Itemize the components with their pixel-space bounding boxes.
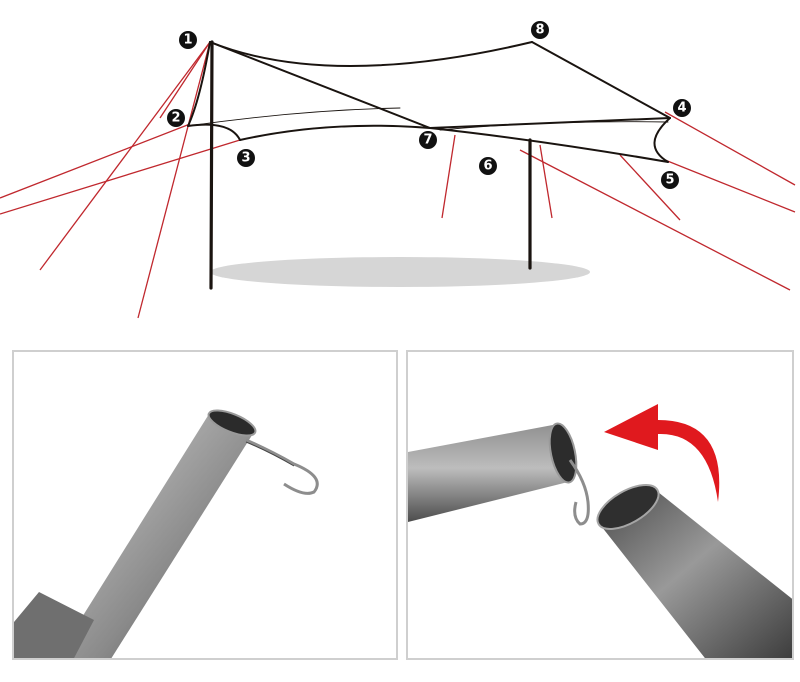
pole-end-illustration <box>14 409 319 658</box>
svg-text:6: 6 <box>483 159 492 174</box>
tube-opening <box>207 409 257 437</box>
guy-line <box>0 139 241 215</box>
guy-line <box>619 154 681 221</box>
back-edge <box>209 41 533 67</box>
guy-line <box>664 159 796 213</box>
guy-line <box>441 134 456 219</box>
left-edge <box>187 41 211 127</box>
pole-tube-lower <box>598 492 792 658</box>
svg-text:2: 2 <box>171 111 180 126</box>
guy-line <box>519 149 791 291</box>
fold-line <box>439 121 669 131</box>
fold-line <box>187 107 401 127</box>
right-back-edge <box>531 41 671 119</box>
panel-pole-end-hook <box>12 350 398 660</box>
pole-tube-lower <box>14 592 94 658</box>
svg-text:5: 5 <box>665 173 674 188</box>
guy-line <box>0 123 191 199</box>
ground-shadow <box>210 257 590 287</box>
pole-joining-illustration <box>408 404 792 658</box>
guy-line <box>539 144 553 219</box>
tube-opening-upper <box>548 422 578 484</box>
svg-text:1: 1 <box>183 33 192 48</box>
callout-1: 1 <box>179 31 197 49</box>
callout-4: 4 <box>673 99 691 117</box>
guy-line <box>159 41 211 119</box>
callout-3: 3 <box>237 149 255 167</box>
red-arrow-icon <box>604 404 720 502</box>
callout-6: 6 <box>479 157 497 175</box>
tarp-frame <box>187 40 671 290</box>
svg-text:8: 8 <box>535 23 544 38</box>
guy-lines <box>0 41 796 319</box>
callout-5: 5 <box>661 171 679 189</box>
tarp-diagram: 1 2 3 4 5 6 7 8 <box>0 21 796 319</box>
callout-7: 7 <box>419 131 437 149</box>
guy-line <box>39 41 211 271</box>
wire-hook <box>245 438 319 495</box>
callout-8: 8 <box>531 21 549 39</box>
svg-text:7: 7 <box>423 133 432 148</box>
panel-pole-joining <box>406 350 794 660</box>
pole-front-left <box>209 40 214 290</box>
front-edge <box>239 124 669 163</box>
corner-notch-right <box>653 117 671 163</box>
pole-tube <box>56 414 254 658</box>
callout-2: 2 <box>167 109 185 127</box>
wire-hook <box>568 459 590 526</box>
guy-line <box>137 41 211 319</box>
svg-text:3: 3 <box>241 151 250 166</box>
wire-hook-shadow <box>245 441 295 467</box>
svg-text:4: 4 <box>677 101 686 116</box>
pole-tube-upper <box>408 424 568 522</box>
guy-line <box>664 111 796 186</box>
tube-opening-lower <box>596 484 660 530</box>
corner-notch-left <box>187 123 241 141</box>
